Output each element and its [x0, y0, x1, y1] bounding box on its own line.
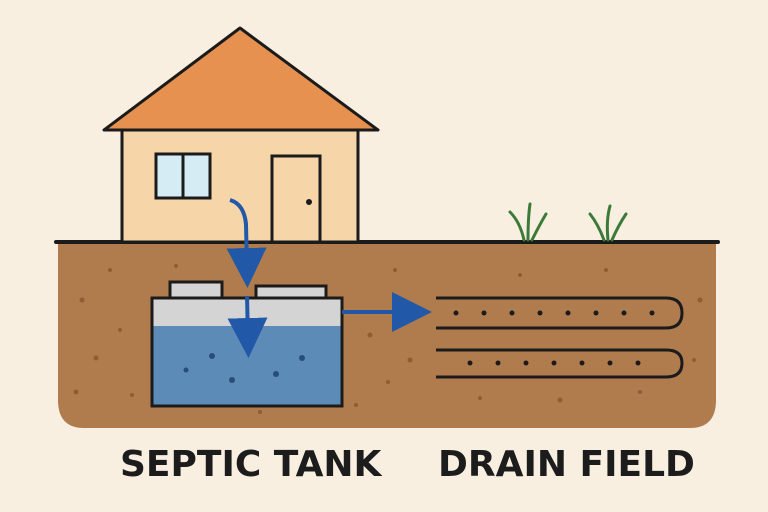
window-icon: [154, 152, 212, 200]
grass-icon: [588, 204, 628, 242]
tank-lid: [168, 280, 224, 300]
house-roof: [102, 26, 380, 132]
house: [102, 26, 380, 244]
drain-field-pipes: [436, 296, 684, 379]
soil-specks: [73, 264, 703, 414]
drain-pipe: [436, 296, 684, 330]
drain-perforations: [453, 310, 655, 366]
drain-field-label: DRAIN FIELD: [438, 444, 695, 485]
arrow-icon: [227, 295, 268, 358]
arrow-icon: [226, 198, 267, 288]
septic-tank-label: SEPTIC TANK: [120, 444, 382, 485]
door-icon: [270, 154, 322, 244]
tank-lid: [254, 284, 328, 300]
grass-icon: [508, 202, 548, 242]
drain-pipe: [436, 348, 684, 379]
